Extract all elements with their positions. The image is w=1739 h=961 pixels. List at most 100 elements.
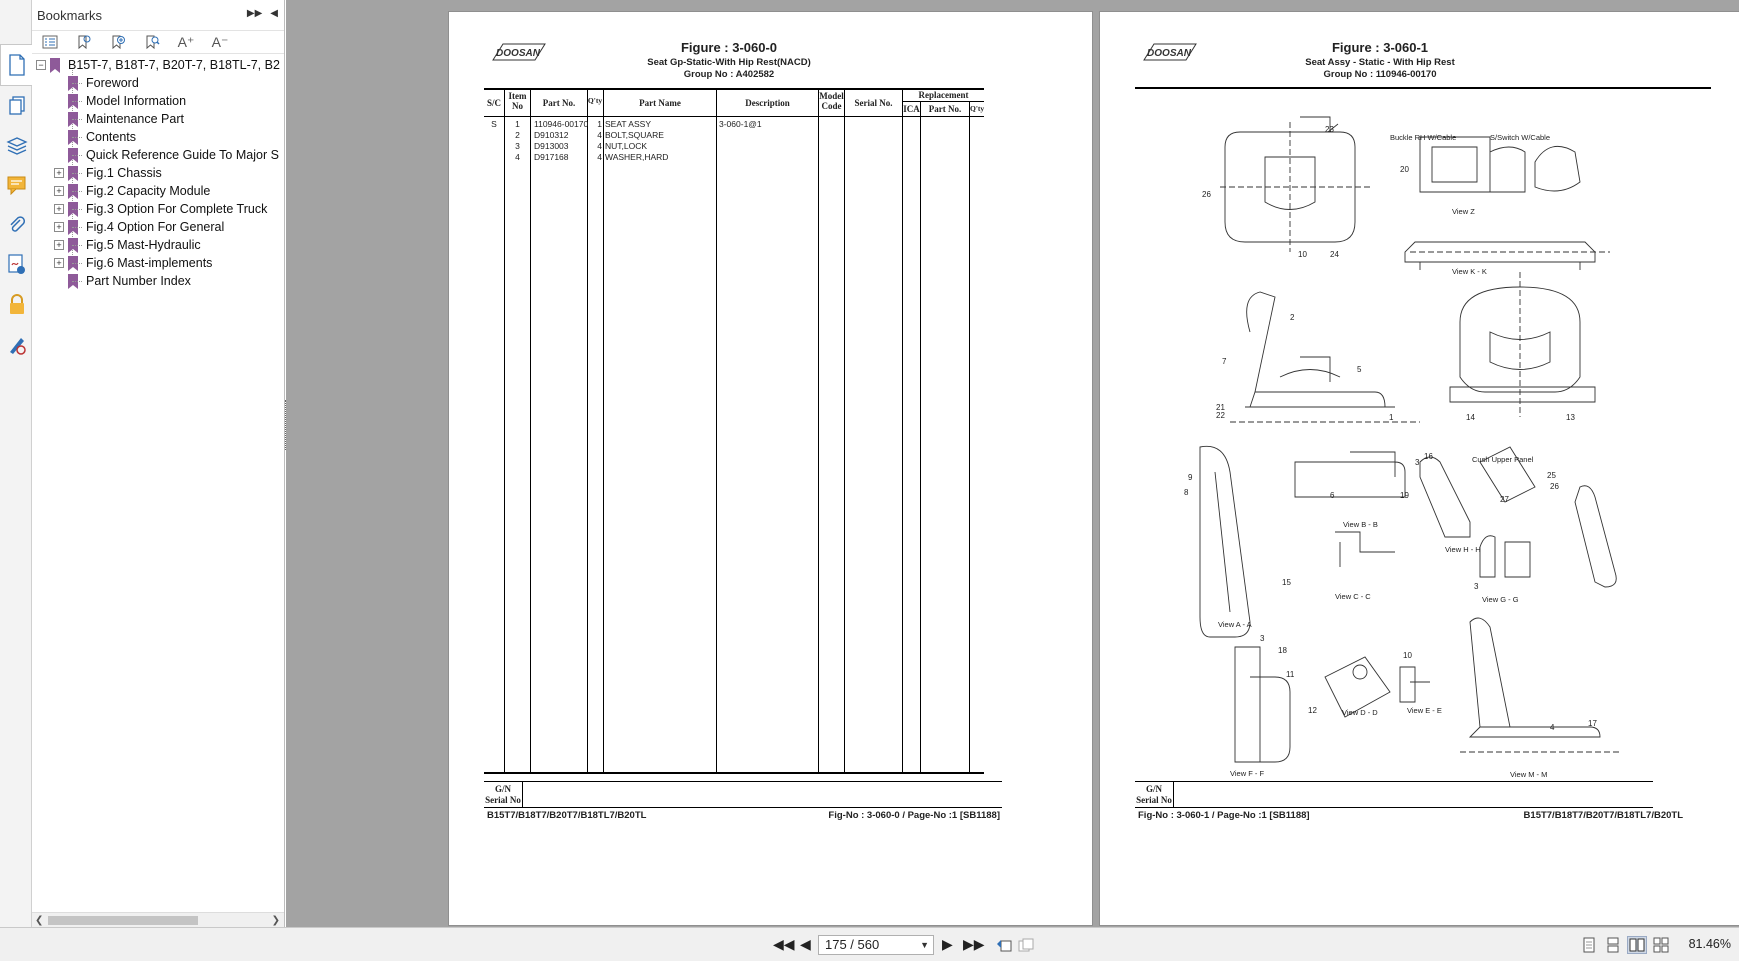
view-label: View H - H xyxy=(1445,545,1481,554)
add-bookmark-icon[interactable] xyxy=(108,33,128,51)
two-page-scrolling-icon[interactable] xyxy=(1651,936,1671,954)
bookmark-item[interactable]: Contents xyxy=(54,128,136,146)
table-cell-sc: S xyxy=(491,119,497,129)
svg-text:3: 3 xyxy=(1474,582,1479,591)
svg-text:24: 24 xyxy=(1330,250,1339,259)
next-page-icon[interactable]: ▶ xyxy=(942,937,953,953)
page-number-input[interactable]: 175 / 560 ▼ xyxy=(818,935,934,955)
svg-text:23: 23 xyxy=(1325,125,1334,134)
col-description: Description xyxy=(745,98,790,108)
new-bookmark-icon[interactable] xyxy=(74,33,94,51)
bookmark-item[interactable]: + Fig.1 Chassis xyxy=(54,164,162,182)
svg-text:6: 6 xyxy=(1330,491,1335,500)
expand-toggle[interactable]: + xyxy=(54,168,64,178)
text-larger-icon[interactable]: A⁺ xyxy=(177,33,195,50)
table-cell-name: WASHER,HARD xyxy=(605,152,669,162)
expand-toggle[interactable]: + xyxy=(54,186,64,196)
group-number: Group No : A402582 xyxy=(683,69,775,80)
scrollbar-thumb[interactable] xyxy=(48,916,198,925)
svg-text:3: 3 xyxy=(1415,458,1420,467)
bookmark-item-label: Maintenance Part xyxy=(86,112,184,126)
signatures-icon[interactable] xyxy=(4,252,30,278)
collapse-panel-icon[interactable]: ◀ xyxy=(270,8,278,19)
bookmark-item[interactable]: Maintenance Part xyxy=(54,110,184,128)
single-page-view-icon[interactable] xyxy=(1579,936,1599,954)
view-label: View D - D xyxy=(1342,708,1378,717)
table-cell-item: 2 xyxy=(515,130,520,140)
previous-page-icon[interactable]: ◀ xyxy=(800,937,811,953)
find-bookmark-icon[interactable] xyxy=(142,33,162,51)
svg-text:14: 14 xyxy=(1466,413,1475,422)
collapse-toggle[interactable]: − xyxy=(36,60,46,70)
svg-text:11: 11 xyxy=(1286,670,1295,679)
bookmark-root[interactable]: − B15T-7, B18T-7, B20T-7, B18TL-7, B2 xyxy=(36,56,280,74)
col-rep-part-no: Part No. xyxy=(928,104,962,114)
last-page-icon[interactable]: ▶▶ xyxy=(963,937,985,953)
bookmark-item-label: Fig.1 Chassis xyxy=(86,166,162,180)
attachments-icon[interactable] xyxy=(4,212,30,238)
bookmarks-panel-header: Bookmarks ▶▶ ◀ xyxy=(32,0,284,30)
col-serial-no: Serial No. xyxy=(854,98,893,108)
expand-toggle[interactable]: + xyxy=(54,222,64,232)
footer-fig-page: Fig-No : 3-060-0 / Page-No :1 [SB1188] xyxy=(828,810,1000,821)
svg-text:3: 3 xyxy=(1260,634,1265,643)
bookmark-item[interactable]: +Fig.5 Mast-Hydraulic xyxy=(54,236,201,254)
expand-toggle[interactable]: + xyxy=(54,258,64,268)
bookmark-options-icon[interactable] xyxy=(40,33,60,51)
svg-text:8: 8 xyxy=(1184,488,1189,497)
parts-table: S/C Item No Part No. Q'ty Part Name Desc… xyxy=(484,88,984,855)
col-replacement: Replacement xyxy=(918,90,969,100)
svg-text:19: 19 xyxy=(1400,491,1409,500)
view-label: View K - K xyxy=(1452,267,1487,276)
callout-label: S/Switch W/Cable xyxy=(1490,133,1550,142)
svg-text:10: 10 xyxy=(1403,651,1412,660)
svg-text:17: 17 xyxy=(1588,719,1597,728)
view-label: View B - B xyxy=(1343,520,1378,529)
bookmark-item[interactable]: Quick Reference Guide To Major S xyxy=(54,146,279,164)
bookmarks-horizontal-scrollbar[interactable]: ❮ ❯ xyxy=(32,912,284,927)
text-smaller-icon[interactable]: A⁻ xyxy=(211,33,229,50)
svg-text:16: 16 xyxy=(1424,452,1433,461)
callout-label: Cush Upper Panel xyxy=(1472,455,1534,464)
table-cell-part-no: D910312 xyxy=(534,130,569,140)
page-thumbnails-icon[interactable] xyxy=(4,92,30,118)
bookmark-flag-icon xyxy=(50,57,60,73)
bookmark-item[interactable]: + Fig.3 Option For Complete Truck xyxy=(54,200,267,218)
document-area[interactable]: DOOSAN Figure : 3-060-0 Seat Gp-Static-W… xyxy=(286,0,1739,927)
bookmark-item-label: Foreword xyxy=(86,76,139,90)
security-lock-icon[interactable] xyxy=(4,292,30,318)
table-cell-item: 4 xyxy=(515,152,520,162)
expand-toggle[interactable]: + xyxy=(54,204,64,214)
svg-text:4: 4 xyxy=(1550,723,1555,732)
table-cell-desc: 3-060-1@1 xyxy=(719,119,762,129)
comments-icon[interactable] xyxy=(4,172,30,198)
svg-text:26: 26 xyxy=(1202,190,1211,199)
bookmark-item-label: Quick Reference Guide To Major S xyxy=(86,148,279,162)
bookmark-item[interactable]: Foreword xyxy=(54,74,139,92)
first-page-icon[interactable]: ◀◀ xyxy=(773,937,795,953)
doosan-logo: DOOSAN xyxy=(492,43,546,61)
bookmarks-panel-title: Bookmarks xyxy=(37,7,103,23)
chevron-down-icon[interactable]: ▼ xyxy=(920,940,929,950)
previous-view-icon[interactable] xyxy=(994,936,1014,954)
certify-tool-icon[interactable] xyxy=(4,332,30,358)
two-page-view-icon[interactable] xyxy=(1627,936,1647,954)
continuous-view-icon[interactable] xyxy=(1603,936,1623,954)
bookmark-item-label: Fig.3 Option For Complete Truck xyxy=(86,202,268,216)
bookmarks-panel-icon[interactable] xyxy=(0,44,33,86)
expand-toggle[interactable]: + xyxy=(54,240,64,250)
svg-text:2: 2 xyxy=(1290,313,1295,322)
col-part-name: Part Name xyxy=(639,98,681,108)
view-label: View C - C xyxy=(1335,592,1371,601)
view-label: View Z xyxy=(1452,207,1475,216)
zoom-level[interactable]: 81.46% xyxy=(1688,937,1731,951)
view-label: View G - G xyxy=(1482,595,1519,604)
bookmarks-tree: − B15T-7, B18T-7, B20T-7, B18TL-7, B2 Fo… xyxy=(32,54,284,912)
bookmark-item[interactable]: +Fig.2 Capacity Module xyxy=(54,182,210,200)
svg-text:12: 12 xyxy=(1308,706,1317,715)
options-menu-icon[interactable]: ▶▶ xyxy=(246,8,263,19)
layers-icon[interactable] xyxy=(4,132,30,158)
next-view-icon[interactable] xyxy=(1016,936,1036,954)
